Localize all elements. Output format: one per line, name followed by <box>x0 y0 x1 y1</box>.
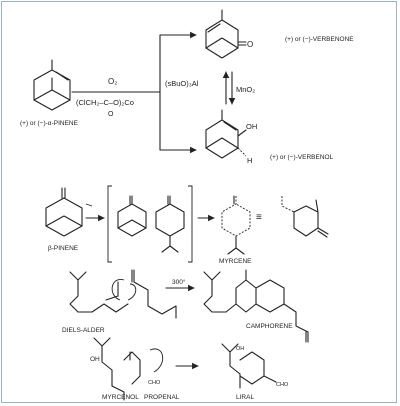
beta-pinene-structure <box>45 187 93 237</box>
liral-label: LIRAL <box>236 394 254 401</box>
camphorene-label: CAMPHORENE <box>246 323 293 330</box>
myrcenol-structure <box>93 337 164 401</box>
ketone-oxygen: O <box>247 40 253 49</box>
camphorene-structure <box>203 269 309 343</box>
alpha-pinene-structure <box>33 59 71 111</box>
myrcenol-oh: OH <box>90 356 100 363</box>
myrcene-alt-structure <box>281 196 329 238</box>
beta-pinene-label: β-PINENE <box>48 245 79 252</box>
liral-cho: CHO <box>276 382 289 388</box>
verbenone-structure <box>205 9 247 59</box>
reagent-aluminum: (sBuO)₃Al <box>165 79 199 88</box>
reagent-cobalt: (ClCH₂–C–O)₂Co <box>76 98 134 107</box>
intermediate-bracket <box>107 185 193 263</box>
diels-alder-label: DIELS-ALDER <box>62 327 105 334</box>
myrcene-label: MYRCENE <box>219 258 252 265</box>
equivalence-symbol: ≡ <box>256 212 262 223</box>
myrcenol-label: MYRCENOL <box>102 394 139 401</box>
myrcene-structure <box>221 195 251 255</box>
verbenol-h: H <box>247 156 252 165</box>
verbenol-structure <box>205 109 247 159</box>
verbenone-label: (+) or (−)-VERBENONE <box>285 36 354 43</box>
propenal-cho: CHO <box>148 380 161 386</box>
verbenol-oh: OH <box>246 122 257 131</box>
diels-alder-condition: 300° <box>172 278 186 286</box>
verbenol-label: (+) or (−)-VERBENOL <box>270 154 334 161</box>
diels-alder-reactants <box>69 269 177 319</box>
arrow-to-verbenol <box>159 91 197 154</box>
alpha-pinene-label: (+) or (−)-α-PINENE <box>20 120 79 127</box>
reagent-cobalt-oxygen: O <box>108 111 114 118</box>
arrow-to-verbenone <box>159 31 197 93</box>
reagent-mno2: MnO₂ <box>236 85 255 94</box>
propenal-label: PROPENAL <box>144 394 180 401</box>
liral-structure <box>221 343 277 389</box>
reagent-o2: O₂ <box>108 77 117 86</box>
liral-oh: OH <box>236 346 244 352</box>
